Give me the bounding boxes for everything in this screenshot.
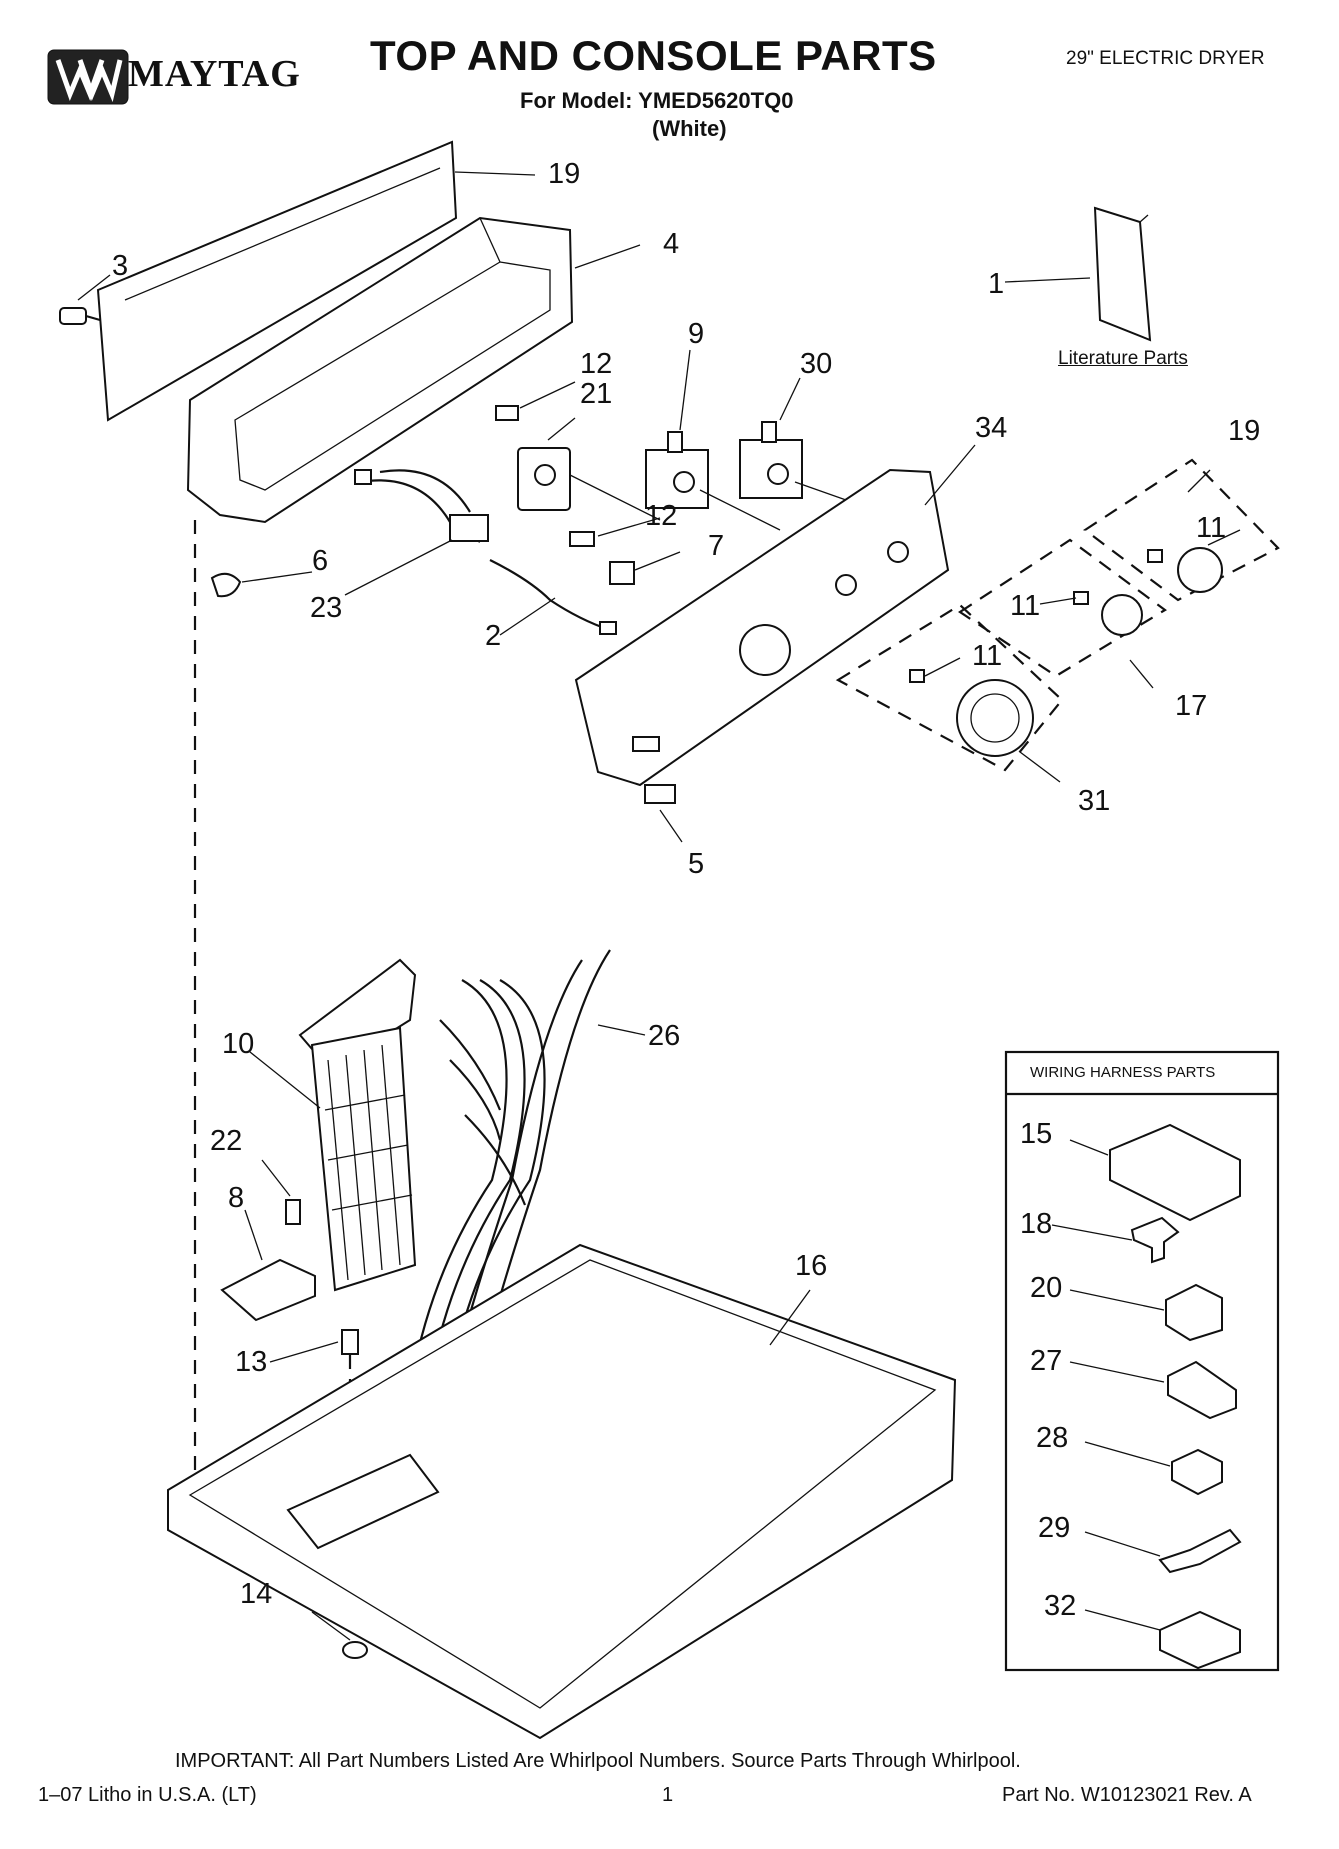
important-note: IMPORTANT: All Part Numbers Listed Are W… <box>175 1750 1021 1772</box>
callout-5: 5 <box>688 848 705 880</box>
part-number: Part No. W10123021 Rev. A <box>1002 1784 1252 1806</box>
callout-6: 6 <box>312 545 329 577</box>
part-13-screw <box>341 1329 359 1355</box>
part-17-knob <box>1101 594 1143 636</box>
callout-34: 34 <box>975 412 1008 444</box>
part-32-connector <box>1159 1610 1241 1670</box>
knob-group-17-box <box>958 538 1167 678</box>
part-21-motor <box>517 447 661 521</box>
callout-32: 32 <box>1044 1590 1077 1622</box>
part-19-rear-panel <box>96 140 458 422</box>
callout-4: 4 <box>663 228 680 260</box>
part-5-label <box>644 784 676 804</box>
part-22-screw <box>285 1199 301 1225</box>
brand-name: MAYTAG <box>128 53 301 95</box>
callout-11-c: 11 <box>972 640 1003 672</box>
part-11-clip-c <box>909 669 925 683</box>
callout-16: 16 <box>795 1250 828 1282</box>
callout-18: 18 <box>1020 1208 1053 1240</box>
callout-27: 27 <box>1030 1345 1063 1377</box>
part-8-bracket <box>220 1258 316 1322</box>
maytag-logo-icon <box>47 49 129 105</box>
part-2-terminal <box>599 621 617 635</box>
callout-2: 2 <box>485 620 502 652</box>
callout-23: 23 <box>310 592 343 624</box>
part-31-knob-center <box>970 693 1020 743</box>
part-16-top-panel <box>167 1243 957 1740</box>
part-27-connector <box>1167 1360 1237 1420</box>
part-3-screw <box>59 307 101 325</box>
knob-group-31-box <box>835 603 1064 772</box>
callout-9: 9 <box>688 318 705 350</box>
callout-11-b: 11 <box>1010 590 1041 622</box>
wiring-harness-box <box>1004 1050 1280 1672</box>
callout-12-b: 12 <box>645 500 678 532</box>
callout-14: 14 <box>240 1578 273 1610</box>
part-4-console-housing <box>186 216 574 524</box>
part-15-connector <box>1109 1123 1241 1222</box>
part-7-component <box>609 561 635 585</box>
callout-17: 17 <box>1175 690 1208 722</box>
part-11-clip-a <box>1147 549 1163 563</box>
callout-31: 31 <box>1078 785 1111 817</box>
callout-10: 10 <box>222 1028 255 1060</box>
part-30-switch <box>739 421 881 513</box>
part-23-harness <box>354 469 489 543</box>
harness-part-icons <box>1109 1123 1242 1670</box>
litho-info: 1–07 Litho in U.S.A. (LT) <box>38 1784 257 1806</box>
part-2-wire <box>489 559 611 632</box>
callout-20: 20 <box>1030 1272 1063 1304</box>
part-12-screw-lower <box>569 531 595 547</box>
callout-3: 3 <box>112 250 129 282</box>
page-title: TOP AND CONSOLE PARTS <box>370 32 937 79</box>
callout-22: 22 <box>210 1125 243 1157</box>
callout-11-a: 11 <box>1196 512 1227 544</box>
part-34-console-panel <box>574 468 950 787</box>
harness-arrows <box>1051 1139 1171 1631</box>
literature-parts-label: Literature Parts <box>1058 348 1188 369</box>
model-variant: (White) <box>652 116 727 141</box>
part-31-knob <box>956 679 1034 757</box>
part-20-connector <box>1165 1283 1223 1342</box>
callout-26: 26 <box>648 1020 681 1052</box>
part-1-literature <box>1093 206 1152 342</box>
callout-12-a: 12 <box>580 348 613 380</box>
callout-7: 7 <box>708 530 725 562</box>
callout-19-b: 19 <box>1228 415 1261 447</box>
product-type: 29" ELECTRIC DRYER <box>1066 48 1265 69</box>
page-number: 1 <box>662 1784 674 1806</box>
callout-19-a: 19 <box>548 158 581 190</box>
callout-13: 13 <box>235 1346 268 1378</box>
part-28-connector <box>1171 1448 1223 1496</box>
callout-30: 30 <box>800 348 833 380</box>
part-19-knob <box>1177 547 1223 593</box>
callout-15: 15 <box>1020 1118 1053 1150</box>
part-6-clip <box>210 572 242 598</box>
part-14-washer <box>342 1641 368 1659</box>
part-9-switch <box>645 431 781 531</box>
callout-8: 8 <box>228 1182 245 1214</box>
part-12-screw-upper <box>495 405 519 421</box>
part-10-lint-housing <box>298 958 417 1292</box>
model-line: For Model: YMED5620TQ0 <box>520 88 794 113</box>
part-11-clip-b <box>1073 591 1089 605</box>
callout-21: 21 <box>580 378 613 410</box>
wiring-harness-title: WIRING HARNESS PARTS <box>1030 1064 1216 1081</box>
part-29-terminal <box>1158 1528 1242 1574</box>
callout-29: 29 <box>1038 1512 1071 1544</box>
knob-group-19-box <box>1083 458 1280 602</box>
callout-28: 28 <box>1036 1422 1069 1454</box>
callout-1: 1 <box>988 268 1005 300</box>
part-18-connector <box>1130 1216 1180 1264</box>
callout-arrows <box>77 171 1241 1641</box>
